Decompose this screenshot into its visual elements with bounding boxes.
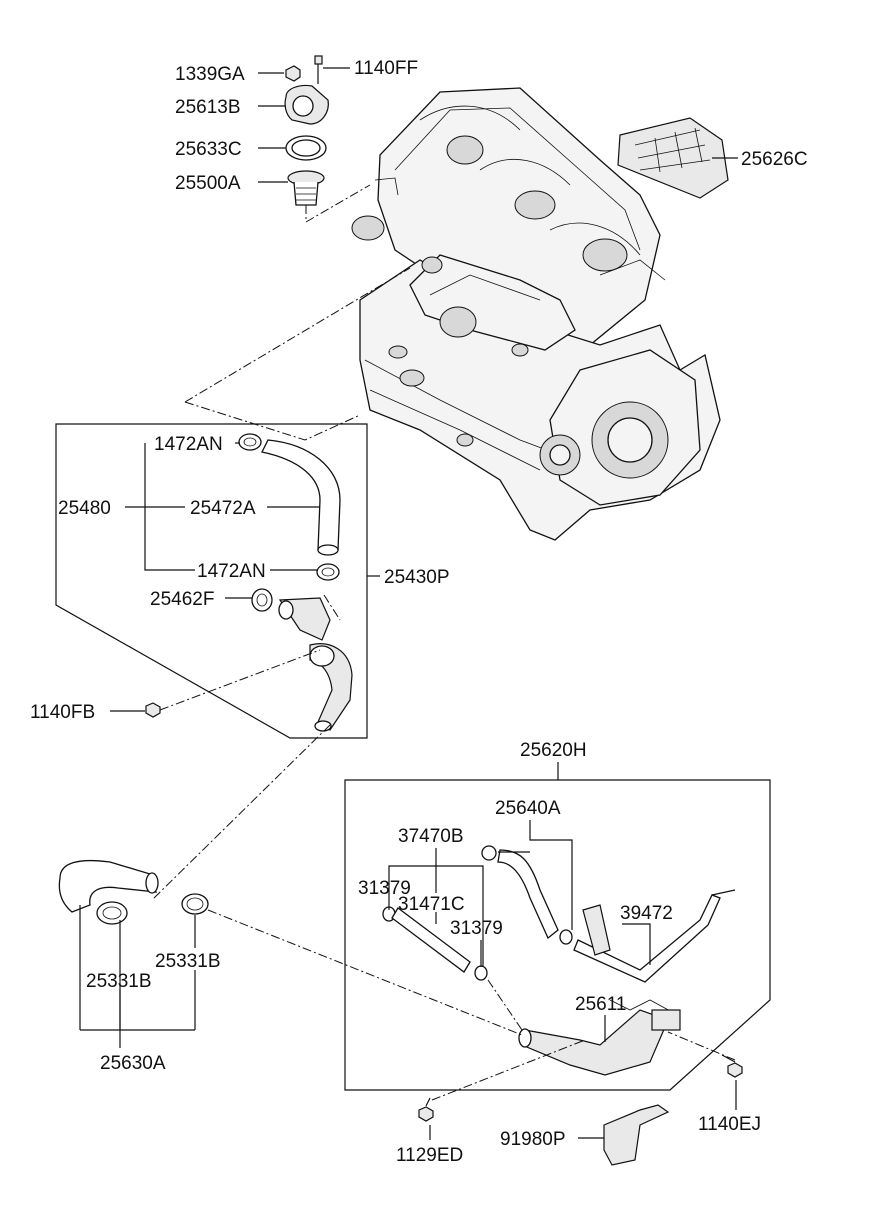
dash-dot-guide-lines <box>151 184 736 1101</box>
engine-block-illustration <box>351 87 721 541</box>
label-39472: 39472 <box>620 903 673 924</box>
label-25630A: 25630A <box>100 1053 166 1074</box>
leader-lines-25430P <box>110 442 380 712</box>
label-25640A: 25640A <box>495 798 561 819</box>
label-1140FF: 1140FF <box>354 58 418 79</box>
label-1472AN-top: 1472AN <box>154 434 223 455</box>
leader-lines-top <box>258 67 738 183</box>
radiator-hose-parts <box>58 859 209 925</box>
thermostat-group <box>284 55 329 206</box>
label-25620H: 25620H <box>520 740 587 761</box>
label-25613B: 25613B <box>175 97 241 118</box>
label-25480: 25480 <box>58 498 111 519</box>
heat-shield-part <box>617 117 729 199</box>
part-labels: 1339GA 1140FF 25613B 25633C 25500A 25626… <box>30 58 808 1166</box>
label-25462F: 25462F <box>150 589 214 610</box>
assembly-frame-25430P <box>55 423 368 739</box>
label-1339GA: 1339GA <box>175 64 245 85</box>
label-1140EJ: 1140EJ <box>698 1114 761 1135</box>
leader-lines-25620H <box>388 762 737 1140</box>
label-37470B: 37470B <box>398 826 464 847</box>
label-1129ED: 1129ED <box>396 1145 463 1166</box>
label-91980P: 91980P <box>500 1129 566 1150</box>
label-25472A: 25472A <box>190 498 256 519</box>
label-25331B-right: 25331B <box>155 951 221 972</box>
label-25500A: 25500A <box>175 173 241 194</box>
label-1472AN-bottom: 1472AN <box>197 561 266 582</box>
label-25633C: 25633C <box>175 139 242 160</box>
label-25430P: 25430P <box>384 567 450 588</box>
label-31471C: 31471C <box>398 894 465 915</box>
label-31379-right: 31379 <box>450 918 503 939</box>
label-25611: 25611 <box>575 994 626 1015</box>
water-pipe-parts <box>382 845 736 1076</box>
assembly-frame-25620H <box>344 779 771 1091</box>
label-1140FB: 1140FB <box>30 702 95 723</box>
label-25331B-left: 25331B <box>86 971 152 992</box>
fasteners-bottom <box>418 1054 743 1166</box>
label-31379-left: 31379 <box>358 878 411 899</box>
water-inlet-parts <box>145 433 353 732</box>
label-25626C: 25626C <box>741 149 808 170</box>
leader-lines-25630A <box>79 905 196 1048</box>
